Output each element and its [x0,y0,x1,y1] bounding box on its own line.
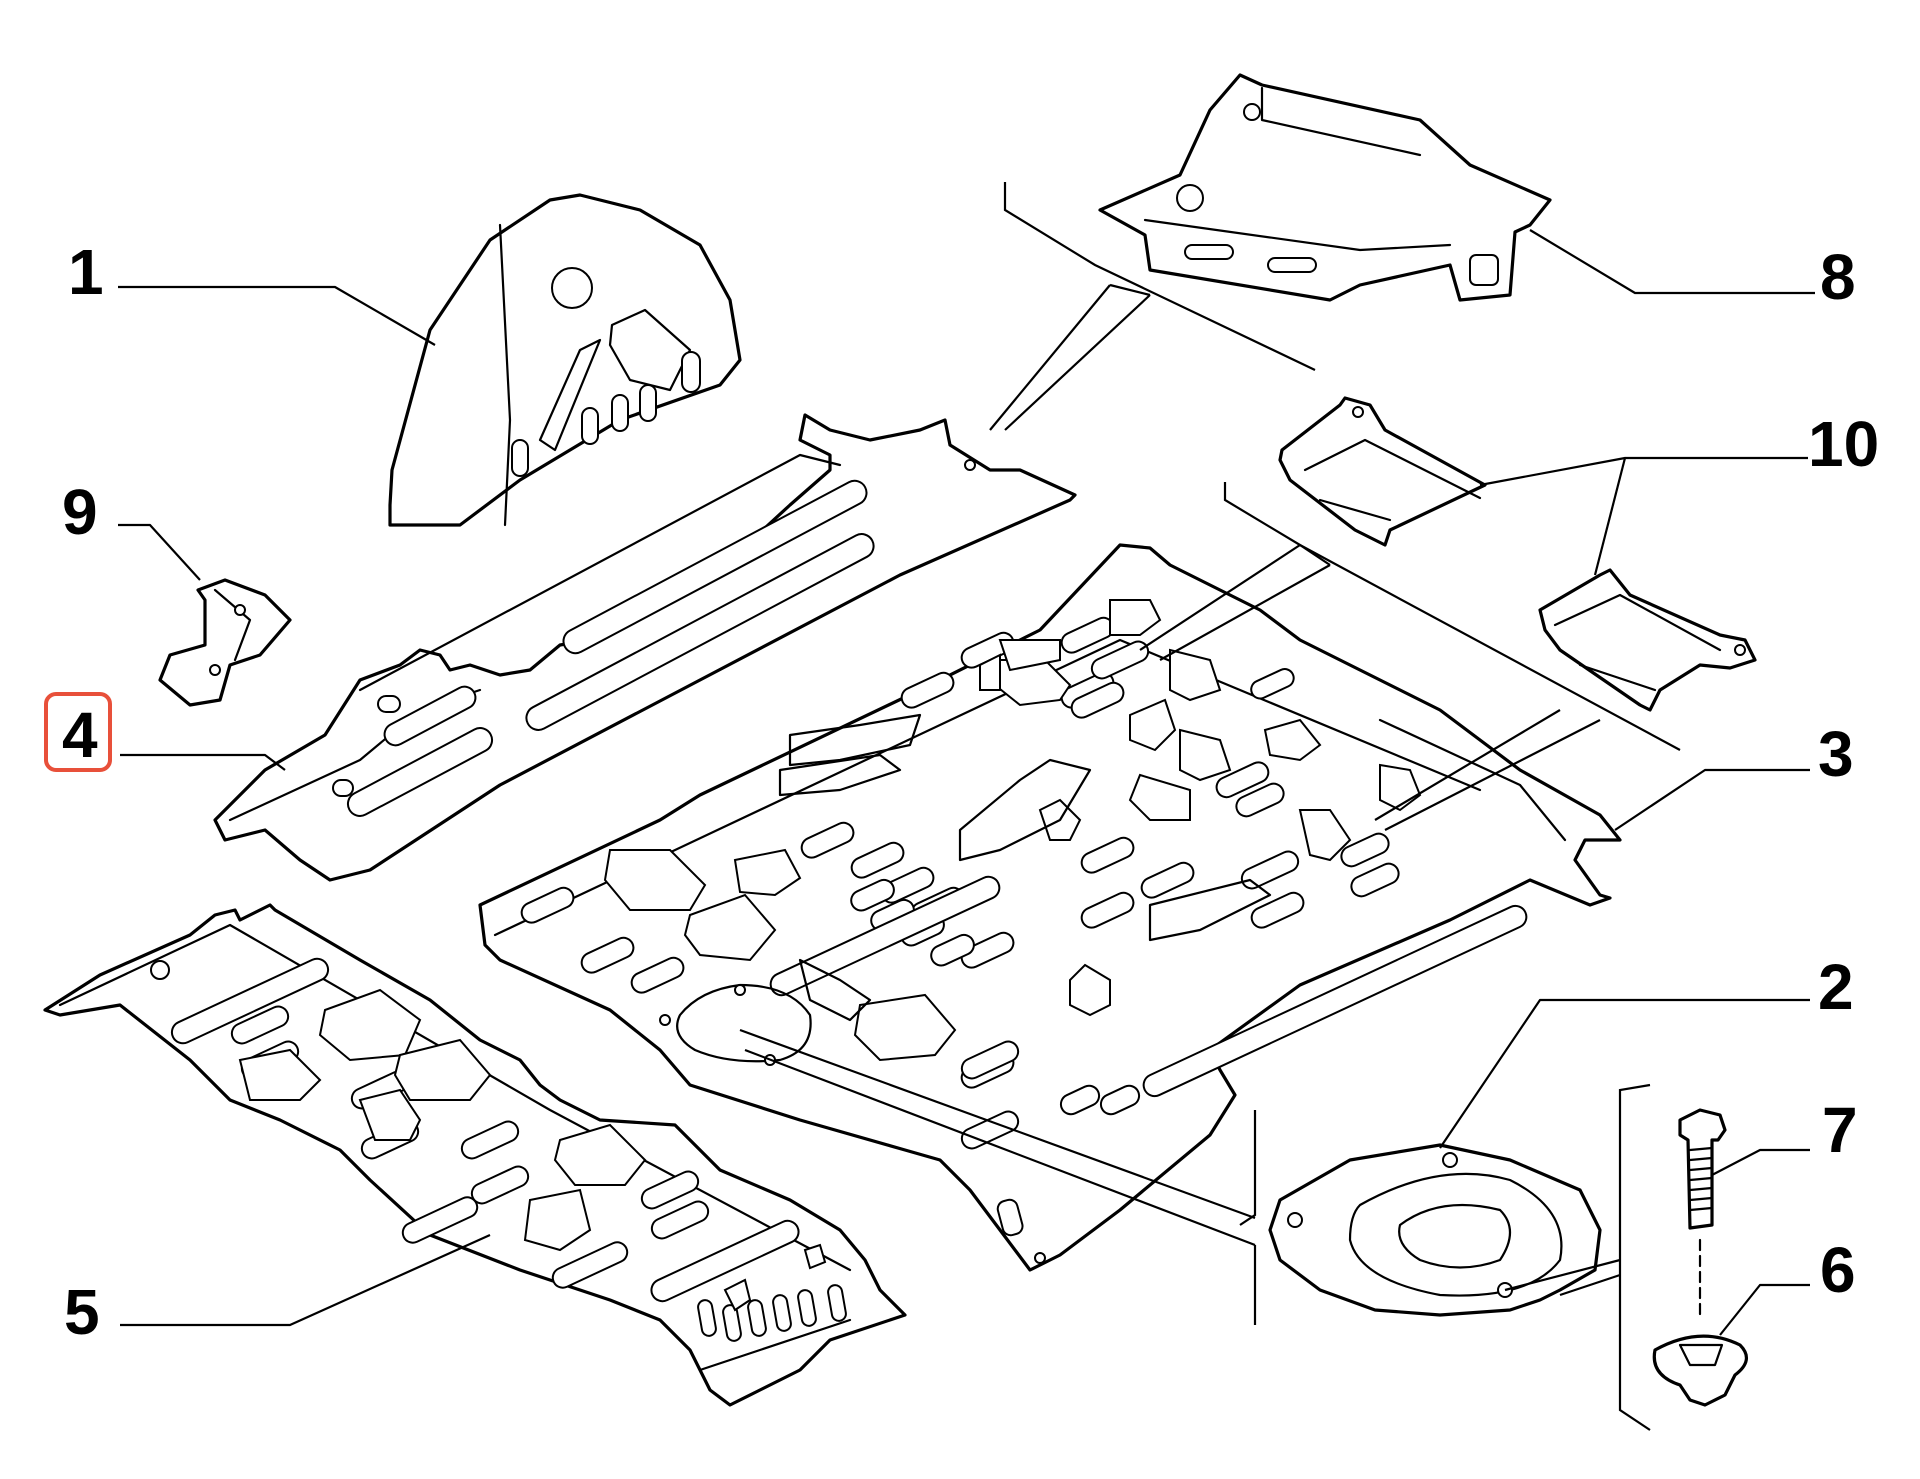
callout-10: 10 [1808,408,1880,480]
callout-8: 8 [1820,241,1856,313]
part-10-brackets [1278,396,1757,712]
callout-2: 2 [1818,951,1854,1023]
leader-lines [118,182,1815,1431]
callout-7: 7 [1822,1094,1858,1166]
part-9-small-bracket [158,578,292,707]
callout-1: 1 [68,236,104,308]
part-4-side-rail [213,413,1077,882]
part-2-plate [1268,1143,1602,1317]
callout-3: 3 [1818,718,1854,790]
callout-6: 6 [1820,1234,1856,1306]
part-7-bolt [1678,1108,1727,1322]
callout-9: 9 [62,476,98,548]
part-5-front-floor [43,903,907,1407]
callout-4-highlight-box [44,692,112,772]
callout-4: 4 [62,699,98,771]
part-3-main-floor [478,543,1622,1272]
part-6-clip-nut [1652,1334,1748,1407]
callout-5: 5 [64,1276,100,1348]
part-1-wheel-arch [388,193,742,527]
part-8-rear-panel [1098,73,1552,302]
